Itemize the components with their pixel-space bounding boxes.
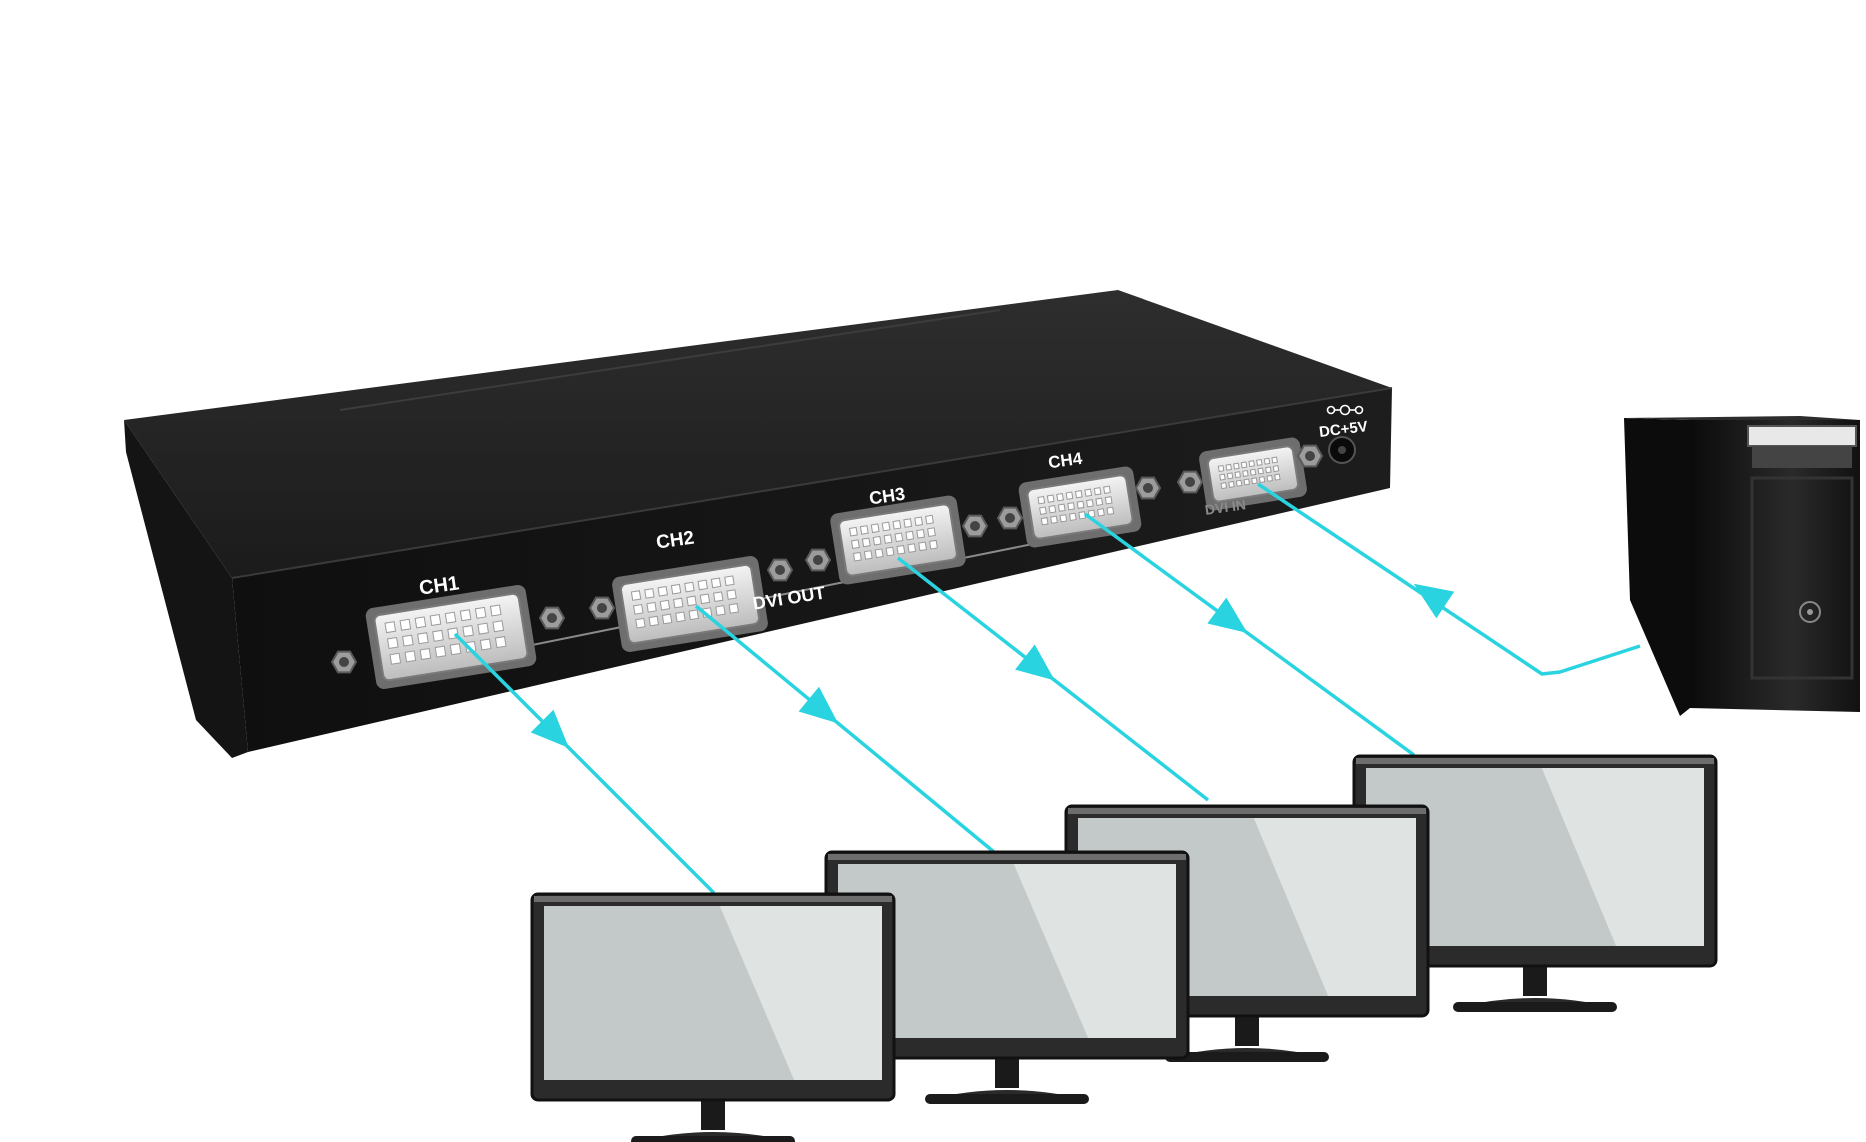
dvi-port-icon [996,466,1162,548]
channel-label-4: CH4 [1047,449,1084,473]
power-label: DC+5V [1318,418,1368,441]
device-left-side [124,420,248,758]
arrow-head-icon [1413,583,1455,619]
signal-lines [453,482,1641,895]
polarity-symbol-icon [1326,404,1364,416]
arrow-head-icon [1207,597,1248,634]
splitter-device [124,290,1393,758]
signal-line-ch4 [1083,512,1416,757]
desktop-pc-tower-icon [1624,416,1860,716]
signal-line-ch2 [694,604,996,854]
channel-label-2: CH2 [655,528,696,554]
arrow-head-icon [798,686,839,724]
monitor-icon [530,892,896,1142]
device-top [124,290,1392,578]
monitor-icon [824,850,1190,1104]
dvi-port-icon [330,584,566,690]
dvi-in-label: DVI IN [1204,496,1247,518]
dvi-port-icon [588,556,794,652]
dvi-port-icon [804,495,989,585]
dvi-input-port-icon [1176,437,1324,511]
arrow-head-icon [1015,644,1055,681]
arrow-head-icon [530,709,569,748]
signal-line-input [1257,482,1641,676]
channel-label-3: CH3 [868,484,906,509]
monitor-group [530,754,1718,1142]
dc-power-jack: DC+5V [1318,404,1369,464]
signal-line-ch1 [453,632,716,895]
